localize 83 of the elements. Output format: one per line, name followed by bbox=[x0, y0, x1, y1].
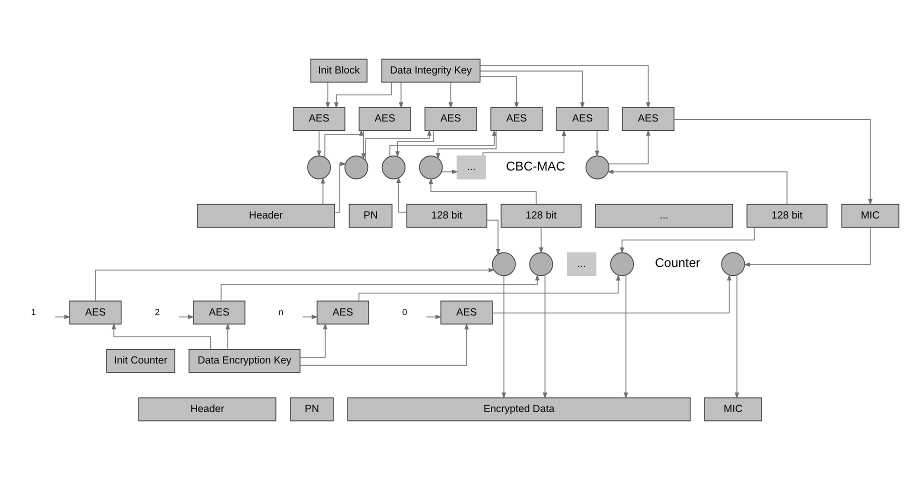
node-circle bbox=[529, 252, 554, 276]
node-box: 128 bit bbox=[406, 204, 488, 228]
node-box: ... bbox=[456, 156, 486, 180]
arrow bbox=[300, 323, 469, 366]
node-box: AES bbox=[292, 107, 346, 131]
node-circle bbox=[307, 156, 331, 180]
node-box: MIC bbox=[841, 204, 900, 228]
arrow bbox=[542, 274, 548, 399]
arrow bbox=[480, 76, 519, 109]
node-box: PN bbox=[290, 397, 334, 422]
node-box: AES bbox=[424, 107, 477, 131]
node-circle bbox=[382, 156, 406, 180]
label: Counter bbox=[655, 256, 700, 270]
node-box: Init Block bbox=[310, 58, 368, 83]
arrow bbox=[436, 130, 497, 160]
node-circle bbox=[492, 252, 516, 276]
node-box: ... bbox=[595, 204, 734, 228]
arrow bbox=[326, 82, 330, 109]
node-circle bbox=[344, 156, 368, 180]
node-box: AES bbox=[556, 107, 609, 131]
arrow bbox=[426, 314, 442, 320]
node-circle bbox=[419, 156, 443, 180]
arrow bbox=[365, 129, 432, 161]
arrow bbox=[95, 268, 495, 302]
arrow bbox=[316, 130, 322, 158]
arrow bbox=[334, 82, 392, 109]
node-box: PN bbox=[348, 204, 392, 228]
node-box: AES bbox=[358, 107, 412, 131]
arrow bbox=[482, 130, 566, 156]
arrow bbox=[302, 314, 318, 320]
node-box: Header bbox=[196, 204, 335, 228]
node-box: AES bbox=[69, 300, 122, 324]
arrow bbox=[538, 227, 544, 254]
arrow bbox=[300, 322, 328, 358]
node-text: 0 bbox=[402, 306, 408, 317]
arrow bbox=[441, 170, 458, 174]
arrow bbox=[178, 314, 194, 320]
node-box: Header bbox=[138, 397, 276, 422]
arrow bbox=[744, 226, 871, 267]
arrow bbox=[220, 274, 540, 302]
arrow bbox=[624, 274, 628, 399]
arrow bbox=[226, 322, 230, 350]
node-box: Data Integrity Key bbox=[381, 58, 480, 83]
arrow bbox=[361, 130, 366, 160]
node-box: ... bbox=[566, 252, 596, 276]
node-text: n bbox=[278, 306, 284, 317]
node-box: AES bbox=[490, 107, 543, 131]
arrow bbox=[480, 70, 585, 109]
node-circle bbox=[586, 156, 610, 180]
arrow bbox=[395, 130, 434, 158]
arrow bbox=[320, 177, 326, 204]
arrow bbox=[389, 130, 496, 157]
arrow bbox=[594, 130, 600, 158]
node-box: 128 bit bbox=[500, 204, 582, 228]
arrow bbox=[398, 82, 404, 109]
arrow bbox=[54, 314, 71, 320]
arrow bbox=[112, 322, 211, 350]
node-box: AES bbox=[192, 300, 246, 324]
arrow bbox=[492, 274, 732, 314]
node-box: Encrypted Data bbox=[347, 397, 691, 422]
arrow bbox=[480, 65, 650, 109]
arrow bbox=[607, 170, 788, 205]
node-circle bbox=[721, 252, 745, 276]
arrow bbox=[608, 129, 650, 164]
node-box: 128 bit bbox=[746, 204, 828, 228]
arrow bbox=[734, 274, 740, 399]
arrow bbox=[334, 162, 347, 213]
arrow bbox=[502, 275, 506, 399]
node-box: AES bbox=[316, 300, 370, 324]
arrow bbox=[396, 176, 407, 213]
node-text: 1 bbox=[31, 306, 36, 317]
node-box: Init Counter bbox=[106, 349, 176, 373]
arrow bbox=[358, 274, 620, 302]
arrow bbox=[448, 82, 453, 109]
node-circle bbox=[610, 252, 634, 276]
node-box: MIC bbox=[704, 397, 762, 422]
arrow bbox=[674, 119, 873, 206]
node-box: AES bbox=[622, 107, 674, 131]
label: CBC-MAC bbox=[506, 159, 566, 174]
node-box: AES bbox=[440, 300, 493, 324]
node-box: Data Encryption Key bbox=[188, 349, 300, 373]
node-text: 2 bbox=[154, 306, 160, 317]
arrow bbox=[324, 129, 364, 158]
